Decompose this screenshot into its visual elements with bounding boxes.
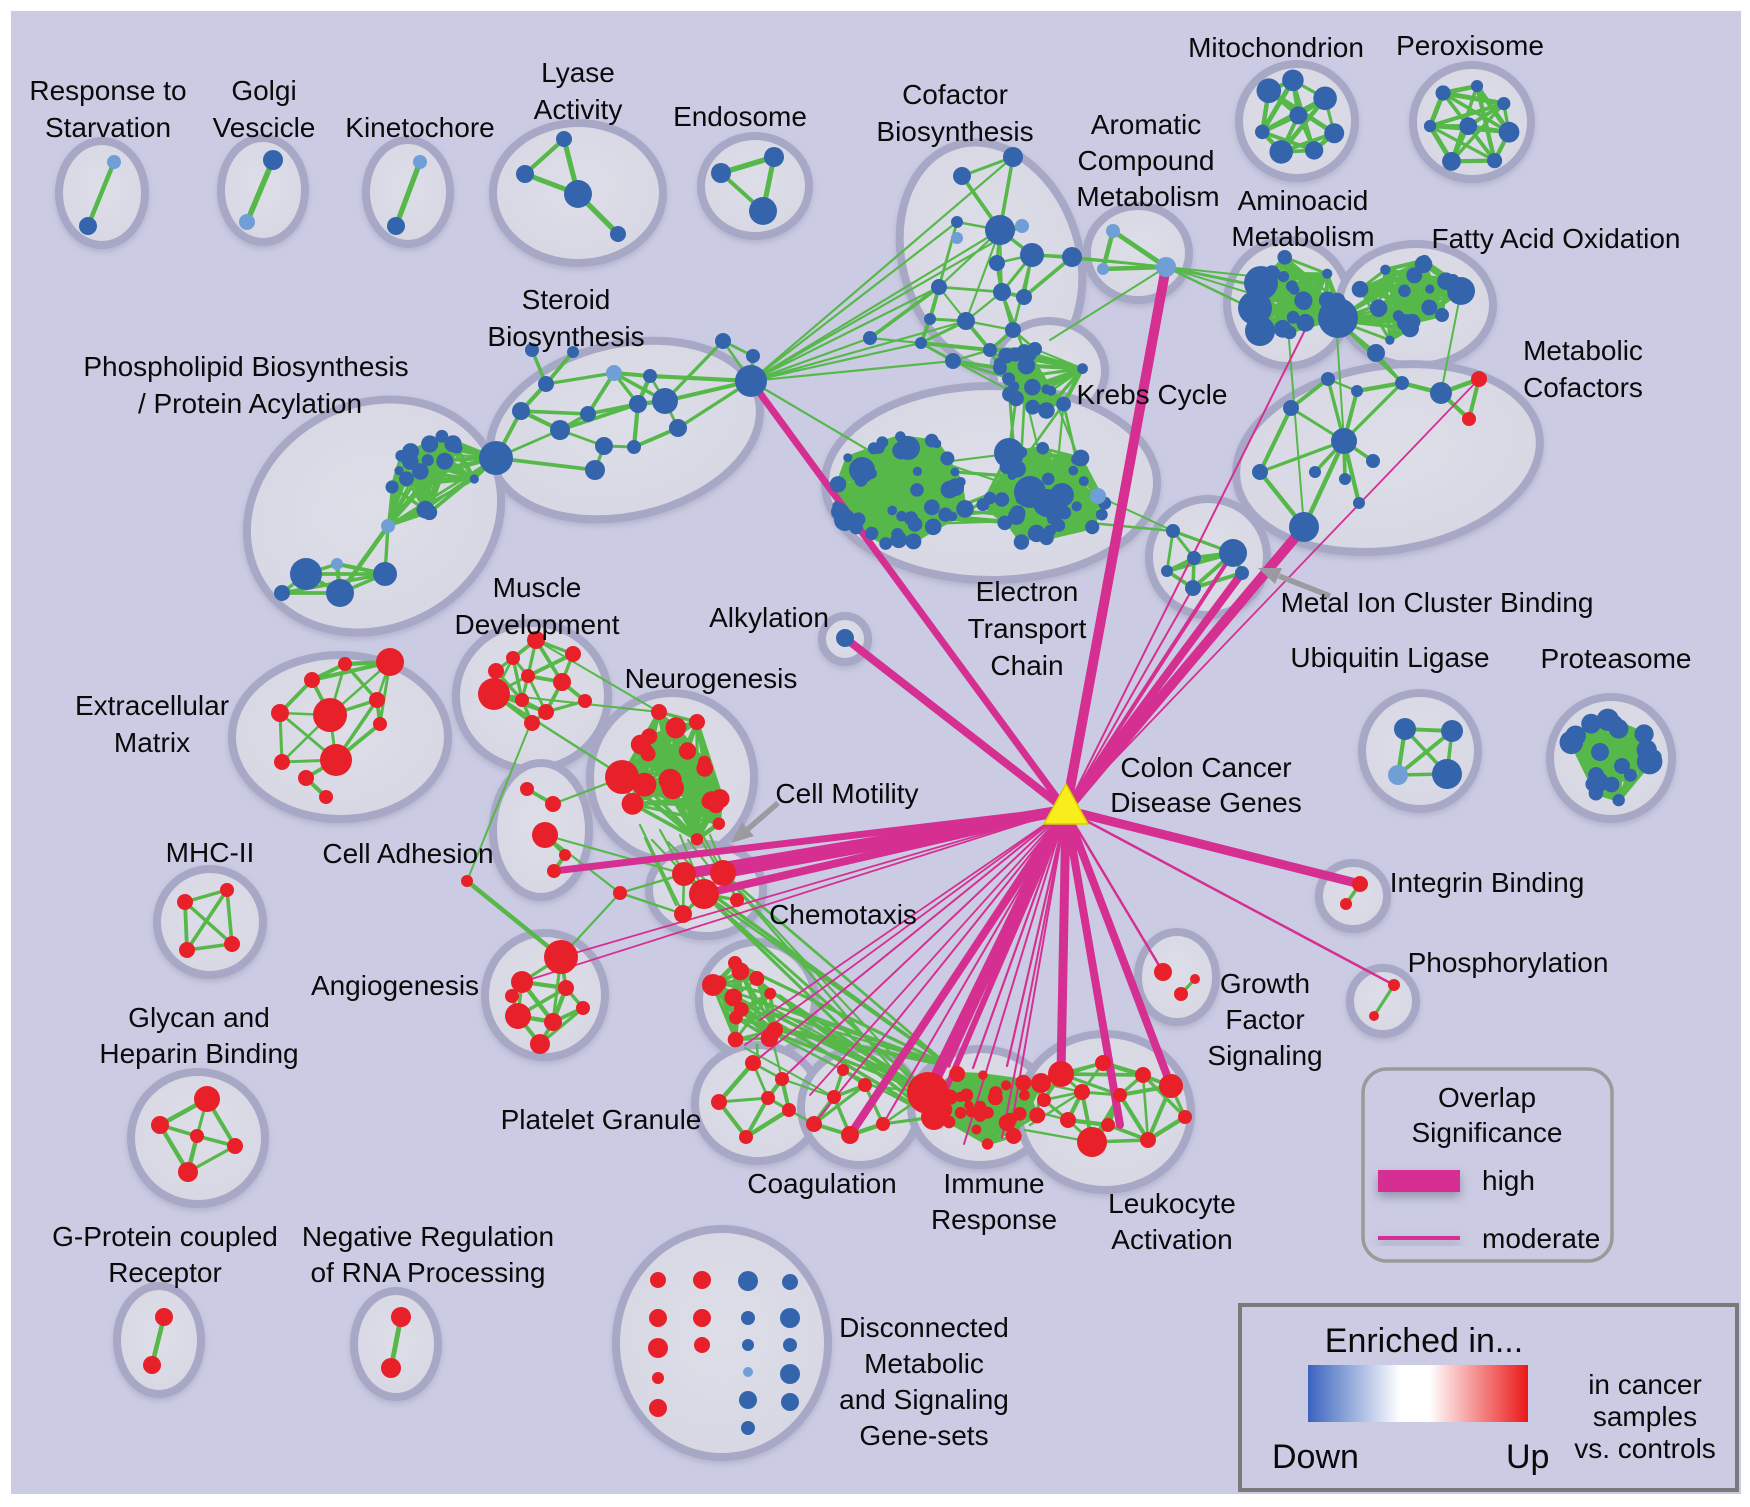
- svg-text:Mitochondrion: Mitochondrion: [1188, 32, 1364, 63]
- svg-text:Negative Regulation: Negative Regulation: [302, 1221, 554, 1252]
- svg-text:Endosome: Endosome: [673, 101, 807, 132]
- svg-text:Vescicle: Vescicle: [213, 112, 316, 143]
- svg-text:Metabolic: Metabolic: [864, 1348, 984, 1379]
- svg-text:Proteasome: Proteasome: [1541, 643, 1692, 674]
- svg-text:Phospholipid Biosynthesis: Phospholipid Biosynthesis: [83, 351, 408, 382]
- svg-text:Down: Down: [1272, 1438, 1359, 1476]
- svg-text:Phosphorylation: Phosphorylation: [1408, 947, 1609, 978]
- svg-text:Electron: Electron: [976, 576, 1079, 607]
- svg-text:Enriched in...: Enriched in...: [1325, 1322, 1523, 1360]
- svg-text:samples: samples: [1593, 1401, 1697, 1432]
- svg-text:Cofactor: Cofactor: [902, 79, 1008, 110]
- svg-text:of RNA Processing: of RNA Processing: [311, 1257, 546, 1288]
- svg-text:Muscle: Muscle: [493, 572, 582, 603]
- svg-text:Chemotaxis: Chemotaxis: [769, 899, 917, 930]
- svg-text:moderate: moderate: [1482, 1223, 1600, 1254]
- svg-text:Cell Motility: Cell Motility: [775, 778, 918, 809]
- svg-text:Glycan and: Glycan and: [128, 1002, 270, 1033]
- svg-text:vs. controls: vs. controls: [1574, 1433, 1716, 1464]
- svg-text:Biosynthesis: Biosynthesis: [876, 116, 1033, 147]
- svg-text:Integrin Binding: Integrin Binding: [1390, 867, 1585, 898]
- svg-text:Starvation: Starvation: [45, 112, 171, 143]
- svg-text:Disconnected: Disconnected: [839, 1312, 1009, 1343]
- svg-text:Activity: Activity: [534, 94, 623, 125]
- svg-text:Significance: Significance: [1412, 1117, 1563, 1148]
- svg-text:Angiogenesis: Angiogenesis: [311, 970, 479, 1001]
- svg-text:Aromatic: Aromatic: [1091, 109, 1201, 140]
- svg-text:Platelet Granule: Platelet Granule: [501, 1104, 702, 1135]
- svg-text:/ Protein Acylation: / Protein Acylation: [138, 388, 362, 419]
- svg-text:MHC-II: MHC-II: [166, 837, 255, 868]
- svg-text:Receptor: Receptor: [108, 1257, 222, 1288]
- svg-text:Extracellular: Extracellular: [75, 690, 229, 721]
- svg-text:Aminoacid: Aminoacid: [1238, 185, 1369, 216]
- svg-text:Compound: Compound: [1078, 145, 1215, 176]
- svg-text:and Signaling: and Signaling: [839, 1384, 1009, 1415]
- svg-text:Growth: Growth: [1220, 968, 1310, 999]
- svg-text:Neurogenesis: Neurogenesis: [625, 663, 798, 694]
- svg-text:Lyase: Lyase: [541, 57, 615, 88]
- svg-text:Peroxisome: Peroxisome: [1396, 30, 1544, 61]
- svg-text:Metabolism: Metabolism: [1231, 221, 1374, 252]
- svg-text:Leukocyte: Leukocyte: [1108, 1188, 1236, 1219]
- svg-text:Fatty Acid Oxidation: Fatty Acid Oxidation: [1431, 223, 1680, 254]
- svg-text:Heparin Binding: Heparin Binding: [99, 1038, 298, 1069]
- svg-text:Response to: Response to: [29, 75, 186, 106]
- svg-text:Immune: Immune: [943, 1168, 1044, 1199]
- svg-text:Kinetochore: Kinetochore: [345, 112, 494, 143]
- svg-text:Factor: Factor: [1225, 1004, 1304, 1035]
- svg-text:Gene-sets: Gene-sets: [859, 1420, 988, 1451]
- svg-text:in cancer: in cancer: [1588, 1369, 1702, 1400]
- svg-text:Signaling: Signaling: [1207, 1040, 1322, 1071]
- svg-text:Metal Ion Cluster Binding: Metal Ion Cluster Binding: [1281, 587, 1594, 618]
- svg-text:Alkylation: Alkylation: [709, 602, 829, 633]
- svg-text:Cofactors: Cofactors: [1523, 372, 1643, 403]
- svg-text:Disease Genes: Disease Genes: [1110, 787, 1301, 818]
- svg-text:Response: Response: [931, 1204, 1057, 1235]
- svg-text:Transport: Transport: [968, 613, 1087, 644]
- svg-text:Metabolism: Metabolism: [1076, 181, 1219, 212]
- svg-text:Activation: Activation: [1111, 1224, 1232, 1255]
- svg-text:high: high: [1482, 1165, 1535, 1196]
- svg-text:Cell Adhesion: Cell Adhesion: [322, 838, 493, 869]
- svg-text:Golgi: Golgi: [231, 75, 296, 106]
- svg-text:Krebs Cycle: Krebs Cycle: [1077, 379, 1228, 410]
- svg-text:Steroid: Steroid: [522, 284, 611, 315]
- svg-text:Metabolic: Metabolic: [1523, 335, 1643, 366]
- svg-text:Colon Cancer: Colon Cancer: [1120, 752, 1291, 783]
- svg-text:Biosynthesis: Biosynthesis: [487, 321, 644, 352]
- svg-text:Ubiquitin Ligase: Ubiquitin Ligase: [1290, 642, 1489, 673]
- svg-text:Coagulation: Coagulation: [747, 1168, 896, 1199]
- svg-text:Up: Up: [1506, 1438, 1549, 1476]
- svg-text:Development: Development: [455, 609, 620, 640]
- svg-text:G-Protein coupled: G-Protein coupled: [52, 1221, 278, 1252]
- svg-text:Overlap: Overlap: [1438, 1082, 1536, 1113]
- svg-text:Matrix: Matrix: [114, 727, 190, 758]
- svg-text:Chain: Chain: [990, 650, 1063, 681]
